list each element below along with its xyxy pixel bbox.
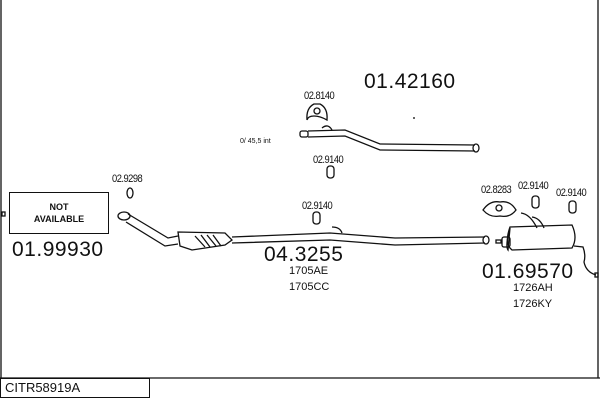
- not-available-box: NOT AVAILABLE: [9, 192, 109, 234]
- fitting-number[interactable]: 02.9140: [518, 180, 549, 192]
- part-number-middle-pipe[interactable]: 01.42160: [364, 70, 456, 93]
- front-pipe-catalyst: [117, 211, 490, 251]
- clamp-icon: [306, 103, 328, 122]
- fitting-number[interactable]: 02.9298: [112, 173, 143, 185]
- rubber-mount-icon: [312, 211, 321, 225]
- fitting-number[interactable]: 02.8283: [481, 184, 512, 196]
- not-available-text: AVAILABLE: [33, 214, 85, 224]
- rubber-mount-icon: [568, 200, 577, 214]
- fitting-number[interactable]: 02.8140: [304, 90, 335, 102]
- rear-silencer: [495, 212, 599, 278]
- oe-number: 1705CC: [289, 281, 330, 293]
- part-number-rear-silencer[interactable]: 01.69570: [482, 260, 574, 283]
- oe-number: 1705AE: [289, 265, 329, 277]
- clamp-icon: [482, 201, 517, 218]
- rubber-mount-icon: [531, 195, 540, 209]
- not-available-text: NOT: [49, 202, 69, 212]
- middle-pipe: [299, 117, 480, 153]
- oe-number: 1726KY: [513, 298, 553, 310]
- fitting-number[interactable]: 02.9140: [302, 200, 333, 212]
- fitting-number[interactable]: 02.9140: [313, 154, 344, 166]
- part-number-front-pipe[interactable]: 01.99930: [12, 238, 104, 261]
- oe-number: 1726AH: [513, 282, 553, 294]
- rubber-mount-icon: [326, 165, 335, 179]
- connector-left: [1, 211, 6, 217]
- reference-code: CITR58919A: [0, 378, 150, 398]
- pipe-diameter-note: 0/ 45,5 int: [240, 138, 271, 145]
- gasket-icon: [126, 187, 134, 199]
- part-number-catalyst[interactable]: 04.3255: [264, 243, 344, 266]
- fitting-number[interactable]: 02.9140: [556, 187, 587, 199]
